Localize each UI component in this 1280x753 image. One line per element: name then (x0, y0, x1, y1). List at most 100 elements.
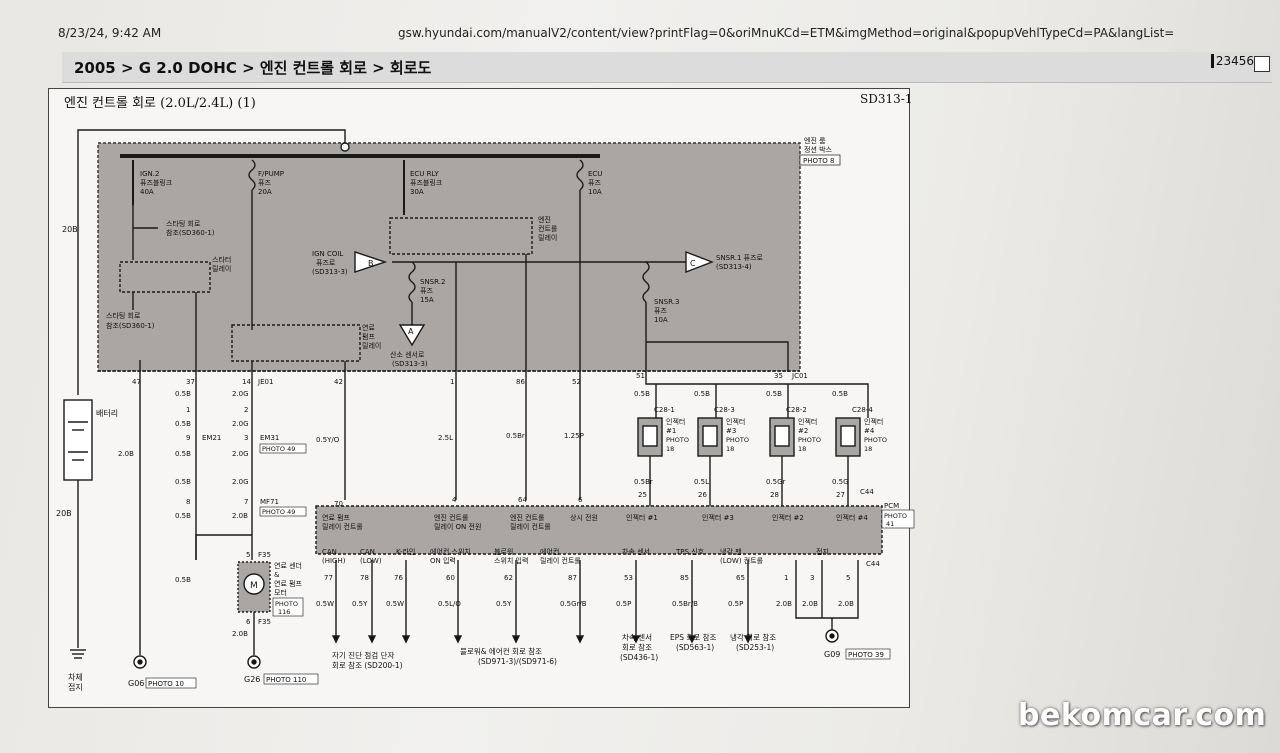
pcm-bottom-label-2: ON 입력 (430, 557, 456, 565)
motor-icon (243, 573, 265, 595)
breadcrumb[interactable]: 2005 > G 2.0 DOHC > 엔진 컨트롤 회로 > 회로도 (74, 59, 432, 77)
injector-coil (642, 425, 658, 447)
snsr1-2: (SD313-4) (716, 263, 752, 271)
pcm-top-label: 인젝터 #3 (702, 513, 734, 522)
pcm-arrow-icon (401, 635, 411, 644)
pcm-pin-70: 70 (334, 500, 343, 508)
w-8: 2.0G (232, 478, 249, 486)
pcm-bottom-pin: 78 (360, 574, 369, 582)
g26: G26 (244, 675, 260, 684)
fuse-ign2-amp: 40A (140, 188, 154, 196)
diagram-title: 엔진 컨트롤 회로 (2.0L/2.4L) (1) (64, 96, 256, 111)
g09: G09 (824, 650, 840, 659)
pcm-bottom-wire-label: 0.5W (386, 600, 404, 608)
pcm-bottom-pin: 85 (680, 574, 689, 582)
pcm-bottom-wire-label: 2.0B (838, 600, 854, 608)
fs-2: & (274, 571, 280, 579)
injector-wire-out: 0.5L (694, 478, 709, 486)
pcm-bottom-pin: 5 (846, 574, 850, 582)
injector-name: 인젝터 (864, 417, 883, 426)
fuse-ign2-name: IGN.2 (140, 170, 159, 178)
em-p3: 3 (244, 434, 248, 442)
ground-icon-g09 (825, 629, 839, 643)
g06: G06 (128, 679, 144, 688)
pcm-top-label: 상시 전원 (570, 513, 598, 522)
injector-name: 인젝터 (666, 417, 685, 426)
conn-a: A (408, 327, 414, 336)
fuel-pump-relay (231, 324, 361, 362)
injector-wire-out: 0.5Br (634, 478, 653, 486)
ign-coil-2: 퓨즈로 (316, 259, 336, 267)
pcm-pin-4: 4 (452, 496, 457, 504)
pcm-bottom-pin: 76 (394, 574, 403, 582)
pcm-bottom-wire-label: 0.5L/O (438, 600, 461, 608)
ref-blower-2: (SD971-3)/(SD971-6) (478, 657, 557, 666)
pcm-top-label: 인젝터 #2 (772, 513, 804, 522)
pin-51: 51 (636, 372, 645, 380)
fs-3: 연료 펌프 (274, 579, 303, 588)
conn-c: C (690, 259, 696, 268)
pcm-bottom-label: 에어컨 (540, 547, 559, 556)
je01: JE01 (257, 378, 273, 386)
pcm-bottom-pin: 3 (810, 574, 814, 582)
pcm-bottom-wire-label: 2.0B (802, 600, 818, 608)
pcm-arrow-icon (367, 635, 377, 644)
pin-14: 14 (242, 378, 251, 386)
print-url: gsw.hyundai.com/manualV2/content/view?pr… (398, 26, 1175, 40)
jb-photo: PHOTO 8 (803, 157, 834, 165)
injector-pcm-pin: 25 (638, 491, 647, 499)
g09-photo: PHOTO 39 (848, 651, 884, 659)
ground-icon-chassis (70, 649, 86, 659)
wire-05br: 0.5Br (506, 432, 525, 440)
w-4: 2.0G (232, 420, 249, 428)
ref-vss-2: 회로 참조 (622, 642, 652, 652)
pcm-top-label: 인젝터 #1 (626, 513, 658, 522)
pcm-bottom-pin: 87 (568, 574, 577, 582)
ground-icon-g26 (247, 655, 261, 669)
em-p7: 7 (244, 498, 248, 506)
pcm-bottom-label: 접지 (816, 547, 829, 556)
pcm-bottom-label-2: (LOW) (360, 557, 382, 565)
pcm-bottom-wire-label: 2.0B (776, 600, 792, 608)
pin-47: 47 (132, 378, 141, 386)
title-bar: 2005 > G 2.0 DOHC > 엔진 컨트롤 회로 > 회로도 2345… (62, 52, 1272, 83)
conn-b: B (368, 259, 374, 268)
o2-1: 산소 센서로 (390, 350, 425, 359)
pcm-bottom-wire-label: 0.5Y (496, 600, 512, 608)
pcm-bottom-label: CAN (360, 548, 375, 556)
pcm-bottom-label-2: (HIGH) (322, 557, 346, 565)
ecr-1: 엔진 (538, 215, 551, 224)
ecr-3: 릴레이 (538, 233, 557, 242)
injector-name: 인젝터 (798, 417, 817, 426)
diagram-code: SD313-1 (860, 92, 913, 106)
injector-coil (774, 425, 790, 447)
pcm-bottom-label: 냉각 팬 (720, 547, 742, 556)
print-icon[interactable] (1254, 56, 1270, 72)
pcm-top-label: 엔진 컨트롤 (434, 513, 469, 522)
pcm-box (315, 505, 883, 555)
jb-name-1: 엔진 룸 (804, 136, 826, 145)
start-ref-2: 참조(SD360-1) (166, 229, 215, 237)
o2-2: (SD313-3) (392, 360, 428, 368)
em-p1: 1 (186, 406, 190, 414)
pcm-bottom-label-2: 릴레이 컨트롤 (540, 556, 581, 565)
ref-cool-2: (SD253-1) (736, 643, 774, 652)
injector-photo: PHOTO (864, 436, 887, 444)
pcm-arrow-icon (331, 635, 341, 644)
injector-wire-in: 0.5B (766, 390, 782, 398)
pcm-bottom-label: 에어컨 스위치 (430, 547, 471, 556)
wire-20b-c: 2.0B (118, 450, 134, 458)
injector-group: 0.5BC28-1인젝터#1PHOTO180.5Br250.5BC28-3인젝터… (634, 390, 887, 506)
junction-box (97, 142, 801, 372)
pcm-name: PCM (884, 502, 899, 510)
injector-pcm-pin: 26 (698, 491, 707, 499)
svg-text:M: M (250, 581, 258, 591)
fuse-ecu-name: ECU (588, 170, 602, 178)
pin-1: 1 (450, 378, 454, 386)
w-11: 0.5B (175, 576, 191, 584)
injector-photo-no: 18 (726, 445, 734, 453)
pcm-bottom-pin: 77 (324, 574, 333, 582)
pcm-bottom-label-2: (LOW) 컨트롤 (720, 556, 764, 565)
